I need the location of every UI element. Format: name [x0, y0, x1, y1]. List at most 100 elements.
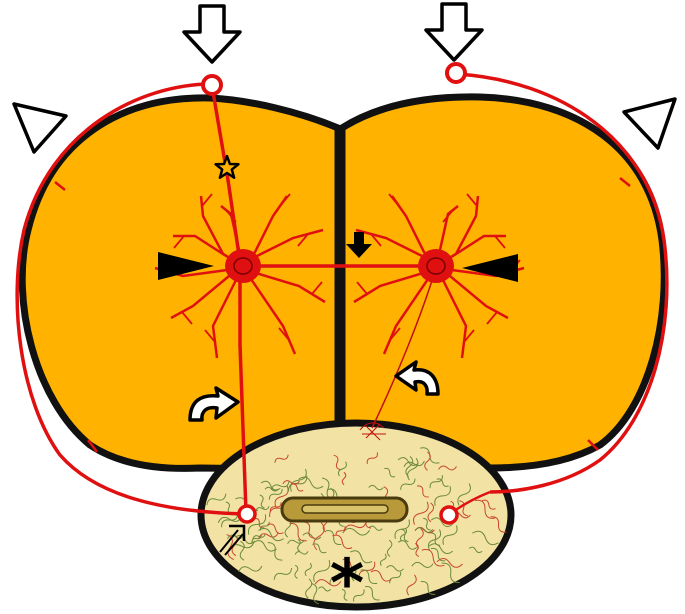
- texture-squiggle: [258, 528, 284, 542]
- open-down-arrow-icon: [424, 2, 484, 62]
- arrow-head: [229, 524, 246, 541]
- texture-squiggle: [239, 540, 245, 561]
- texture-squiggle: [400, 478, 416, 490]
- texture-squiggle: [421, 548, 445, 567]
- left-hemisphere: [18, 94, 342, 474]
- texture-squiggle: [251, 534, 262, 543]
- texture-squiggle: [294, 564, 299, 579]
- texture-squiggle: [358, 561, 376, 579]
- texture-squiggle: [366, 452, 378, 464]
- texture-squiggle: [368, 525, 383, 531]
- texture-squiggle: [248, 514, 267, 535]
- texture-squiggle: [342, 527, 371, 536]
- texture-squiggle: [365, 586, 380, 601]
- texture-squiggle: [270, 481, 290, 491]
- texture-squiggle: [430, 547, 446, 562]
- texture-squiggle: [368, 484, 384, 491]
- texture-squiggle: [457, 483, 471, 506]
- vessel-cross-section-bottom-right: [439, 505, 459, 525]
- texture-squiggle: [414, 527, 434, 533]
- texture-squiggle: [259, 494, 265, 509]
- solid-triangle-pointer-icon: [462, 254, 518, 282]
- texture-squiggle: [416, 485, 429, 498]
- curved-arrow-icon: [188, 386, 240, 422]
- texture-squiggle: [313, 559, 331, 583]
- dendrite-twig: [466, 193, 478, 207]
- left-neuron-nucleus: [233, 257, 253, 275]
- texture-squiggle: [260, 480, 281, 491]
- arrow-shaft: [224, 533, 244, 556]
- texture-squiggle: [423, 517, 431, 531]
- texture-squiggle: [290, 468, 307, 492]
- texture-squiggle: [413, 501, 429, 525]
- vessel-cross-section-top-right: [445, 62, 467, 84]
- texture-squiggle: [400, 527, 408, 542]
- texture-squiggle: [304, 562, 312, 577]
- texture-squiggle: [297, 538, 301, 552]
- perforating-branch: [619, 177, 631, 187]
- texture-squiggle: [305, 578, 313, 599]
- texture-squiggle: [302, 532, 322, 540]
- curved-arrow-icon: [394, 360, 440, 396]
- texture-squiggle: [333, 454, 341, 471]
- texture-squiggle: [406, 574, 417, 596]
- left-neuron: [225, 249, 261, 283]
- dendrite-twig: [181, 311, 193, 325]
- dendrite-twig: [279, 193, 291, 207]
- texture-squiggle: [397, 457, 419, 466]
- texture-squiggle: [314, 579, 342, 587]
- texture-squiggle: [427, 502, 435, 523]
- right-surface-vessel: [455, 72, 669, 494]
- dendrite-twig: [388, 193, 400, 207]
- texture-squiggle: [370, 570, 392, 582]
- fiber-terminal: [359, 422, 386, 441]
- texture-squiggle: [415, 528, 424, 549]
- texture-squiggle: [294, 551, 309, 555]
- texture-squiggle: [312, 543, 327, 554]
- left-neuron-body: [225, 249, 261, 283]
- texture-squiggle: [289, 522, 307, 542]
- texture-squiggle: [343, 521, 367, 532]
- texture-squiggle: [379, 553, 387, 566]
- texture-squiggle: [206, 493, 227, 506]
- texture-squiggle: [258, 532, 279, 539]
- texture-squiggle: [436, 478, 449, 487]
- dendrite-twig: [201, 193, 213, 207]
- dendrite-twig: [463, 329, 475, 343]
- dendrite-twig: [486, 311, 498, 325]
- texture-squiggle: [424, 451, 431, 471]
- perforating-branch: [87, 439, 98, 453]
- dendrite-twig: [442, 209, 454, 223]
- texture-squiggle: [481, 499, 496, 510]
- texture-squiggle: [255, 506, 270, 512]
- dendrite-twig: [311, 281, 323, 295]
- right-neuron-nucleus: [426, 257, 446, 275]
- texture-squiggle: [311, 583, 319, 605]
- texture-squiggle: [436, 558, 463, 568]
- texture-squiggle: [303, 521, 316, 539]
- dendrite-twig: [297, 233, 309, 247]
- arrow-shaft: [219, 529, 239, 553]
- texture-squiggle: [349, 550, 373, 564]
- texture-squiggle: [332, 534, 353, 549]
- texture-squiggle: [384, 467, 396, 478]
- texture-squiggle: [428, 543, 454, 554]
- texture-squiggle: [472, 530, 499, 546]
- texture-squiggle: [360, 569, 378, 585]
- left-surface-vessel: [15, 82, 247, 516]
- texture-squiggle: [221, 512, 239, 528]
- texture-squiggle: [407, 457, 419, 481]
- texture-squiggle: [318, 586, 332, 592]
- right-neuron: [418, 249, 454, 283]
- texture-squiggle: [405, 456, 414, 478]
- texture-squiggle: [429, 475, 443, 489]
- dendrite-twig: [356, 281, 368, 295]
- perforating-branches: [54, 177, 631, 453]
- dendrite-twig: [204, 329, 216, 343]
- double-line-arrow-icon: [219, 524, 246, 556]
- texture-squiggle: [274, 454, 289, 463]
- texture-squiggle: [267, 542, 283, 561]
- texture-squiggle: [386, 565, 404, 572]
- texture-squiggle: [341, 588, 348, 601]
